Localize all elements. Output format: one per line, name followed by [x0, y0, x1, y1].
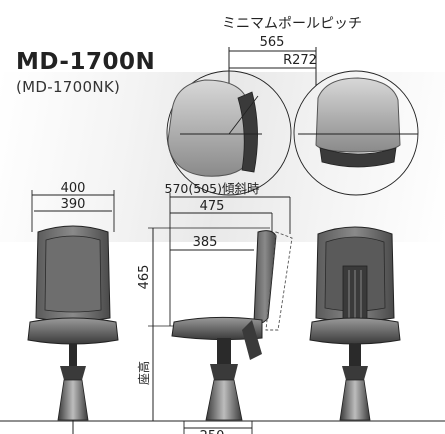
- pitch-title: ミニマムポールピッチ: [222, 16, 362, 32]
- seat-height-label: 座高: [136, 361, 151, 385]
- radius-dim-label: R272: [283, 53, 317, 68]
- seat-depth-label: 385: [193, 235, 218, 250]
- front-view: 400 390: [0, 181, 445, 434]
- rear-collar: [342, 366, 368, 380]
- side-post: [217, 338, 231, 364]
- backrest-top-left: [237, 91, 258, 173]
- width-400-label: 400: [61, 181, 86, 196]
- depth-tilted-label: 570(505)傾斜時: [165, 181, 260, 196]
- front-post: [69, 344, 77, 366]
- rear-pole: [339, 379, 371, 421]
- pitch-plan-view: 565 R272: [166, 35, 419, 196]
- seat-top-left: [167, 79, 250, 177]
- side-collar: [210, 364, 238, 380]
- side-backrest: [253, 230, 277, 324]
- rear-view: [309, 226, 401, 421]
- width-390-label: 390: [61, 197, 86, 212]
- rear-post: [349, 344, 361, 366]
- side-seat: [171, 316, 263, 341]
- base-250-label: 250: [200, 429, 225, 434]
- rear-seat: [309, 317, 401, 345]
- front-seat: [27, 317, 119, 345]
- height-465-label: 465: [137, 265, 152, 290]
- seat-top-right: [315, 77, 401, 153]
- side-backrest-tilted: [265, 231, 293, 331]
- pitch-dim-label: 565: [260, 35, 285, 50]
- front-backrest-mesh: [44, 235, 102, 313]
- radius-line: [228, 95, 259, 135]
- model-name: MD-1700N: [16, 49, 156, 75]
- side-pole: [205, 379, 243, 421]
- backrest-top-right: [319, 147, 397, 168]
- swivel-circle-left: [166, 70, 292, 196]
- front-collar: [60, 366, 86, 380]
- front-pole: [57, 379, 89, 421]
- model-variant: (MD-1700NK): [16, 78, 121, 96]
- side-view: 570(505)傾斜時 475 385 465 座高: [136, 181, 293, 434]
- swivel-circle-right: [293, 70, 419, 196]
- side-mechanism: [242, 320, 262, 360]
- depth-label: 475: [200, 199, 225, 214]
